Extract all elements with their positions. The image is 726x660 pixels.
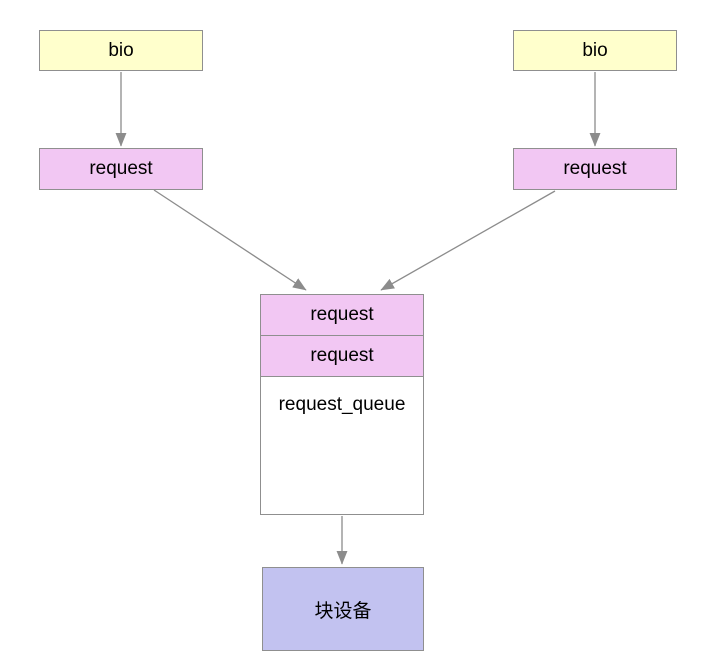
stack-row-request-1: request <box>261 295 423 336</box>
edge-request-left-to-queue <box>153 189 307 291</box>
request-queue-label: request_queue <box>278 394 406 415</box>
node-block-device: 块设备 <box>262 567 424 651</box>
node-request-right: request <box>513 148 677 190</box>
node-bio-left: bio <box>39 30 203 71</box>
node-bio-right: bio <box>513 30 677 71</box>
node-request-left: request <box>39 148 203 190</box>
edge-request-right-to-queue <box>380 190 556 291</box>
stack-row-request-2: request <box>261 336 423 377</box>
node-request-queue-stack: request request request_queue <box>260 294 424 515</box>
